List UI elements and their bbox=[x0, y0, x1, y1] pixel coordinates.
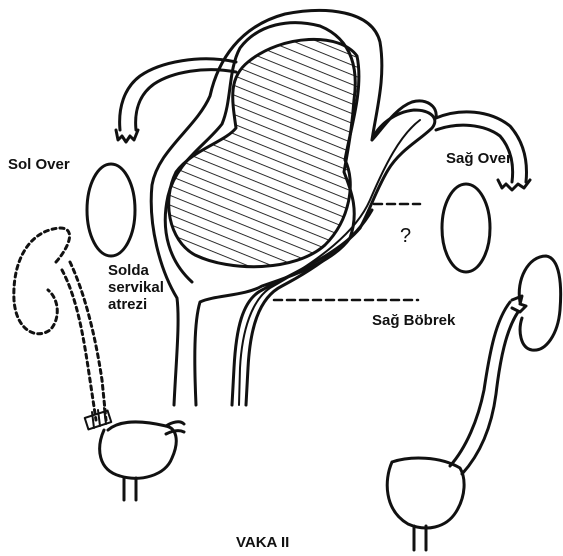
left-ovary-label: Sol Over bbox=[8, 156, 70, 173]
right-ureter-outer bbox=[450, 302, 510, 466]
left-cervical-label-line3: atrezi bbox=[108, 296, 164, 313]
left-fallopian-tube-inner bbox=[136, 70, 236, 130]
right-bladder bbox=[387, 458, 464, 528]
right-ovary bbox=[442, 184, 490, 272]
hatched-uterine-cavity bbox=[169, 39, 359, 266]
right-ovary-label: Sağ Over bbox=[446, 150, 512, 167]
right-kidney-label: Sağ Böbrek bbox=[372, 312, 455, 329]
absent-left-ureter-outer bbox=[62, 270, 96, 420]
left-bladder bbox=[100, 422, 177, 478]
left-urethra bbox=[124, 478, 136, 500]
right-urethra bbox=[414, 526, 426, 550]
absent-left-kidney bbox=[14, 228, 70, 334]
right-renal-hilum bbox=[512, 296, 526, 312]
right-kidney bbox=[519, 256, 560, 350]
left-fimbria bbox=[116, 130, 138, 142]
absent-left-ureter-inner bbox=[70, 262, 106, 420]
case-title: VAKA II bbox=[236, 534, 289, 551]
right-ureter-inner bbox=[462, 312, 518, 474]
unknown-question-mark: ? bbox=[400, 228, 411, 245]
left-cervical-label-line1: Solda bbox=[108, 262, 164, 279]
left-cervical-atresia-label: Solda servikal atrezi bbox=[108, 262, 164, 313]
left-cervical-label-line2: servikal bbox=[108, 279, 164, 296]
left-ovary bbox=[87, 164, 135, 256]
